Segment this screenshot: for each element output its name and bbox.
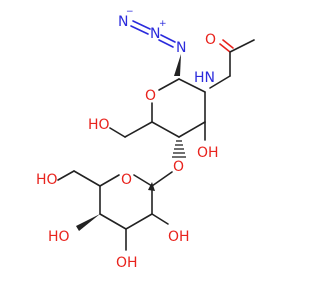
ring2-oh-c3: OH: [116, 255, 138, 271]
ring1-bond-c1-o: [158, 78, 180, 91]
azide-bond-2b: [158, 39, 174, 48]
ring1-oxygen: O: [145, 88, 156, 104]
ring1-bond-c1-c2: [178, 78, 206, 93]
ring2-bond-o-c1: [133, 174, 153, 187]
ring2-ch2oh-bond: [57, 170, 75, 181]
ring2-oh-c2-bond: [151, 213, 169, 225]
glycosidic-oxygen: O: [173, 159, 184, 175]
azide-n-terminal-charge: −: [126, 7, 134, 17]
ring2-ch2oh: HO: [36, 172, 58, 188]
ring1-ch2oh: HO: [88, 117, 110, 133]
ring1-oh: OH: [197, 145, 219, 161]
acetamide-group: O HN: [194, 32, 255, 89]
ring1-bond-c3-c4: [178, 121, 206, 138]
methyl-bond: [229, 39, 255, 53]
ring2-bond-c5-o: [99, 174, 120, 187]
azide-n-attached: N: [176, 40, 186, 56]
ring-1: O HO OH: [88, 78, 219, 161]
carbonyl-oxygen: O: [205, 32, 216, 48]
ring1-hashed-bond: [172, 140, 186, 158]
azide-group: N − N + N: [118, 7, 186, 76]
ring2-oh-c2: OH: [168, 229, 190, 245]
ring1-ch2-bond: [124, 121, 153, 138]
azide-wedge-bond: [174, 54, 181, 76]
ring2-bond-c3-c4: [99, 213, 127, 230]
ring2-bond-c2-c3: [125, 213, 153, 230]
ring-2: O HO HO OH OH: [36, 170, 190, 271]
amide-nh: HN: [194, 70, 215, 86]
carbonyl-double-bond-a: [219, 43, 231, 53]
azide-n-central: N: [150, 26, 160, 42]
nh-to-carbonyl-bond: [209, 75, 231, 89]
carbonyl-double-bond-b: [222, 39, 234, 49]
ring1-ch2oh-bond: [109, 127, 126, 138]
glycosidic-bond: [151, 171, 173, 187]
structure-svg: N − N + N O HN O HO OH: [36, 7, 255, 271]
ring2-oxygen: O: [121, 172, 132, 188]
azide-n-terminal: N: [118, 14, 128, 30]
azide-bond-2a: [160, 34, 176, 43]
azide-n-central-charge: +: [159, 19, 167, 29]
azide-bond-1b: [130, 25, 149, 35]
azide-bond-1a: [132, 20, 151, 30]
molecule-structure-diagram: N − N + N O HN O HO OH: [36, 7, 255, 271]
ring1-bond-c4-c5: [151, 121, 180, 138]
ring2-wedge-c4: [76, 214, 100, 231]
ring2-oh-c4: HO: [48, 229, 70, 245]
ring2-ch2-bond: [73, 170, 101, 187]
